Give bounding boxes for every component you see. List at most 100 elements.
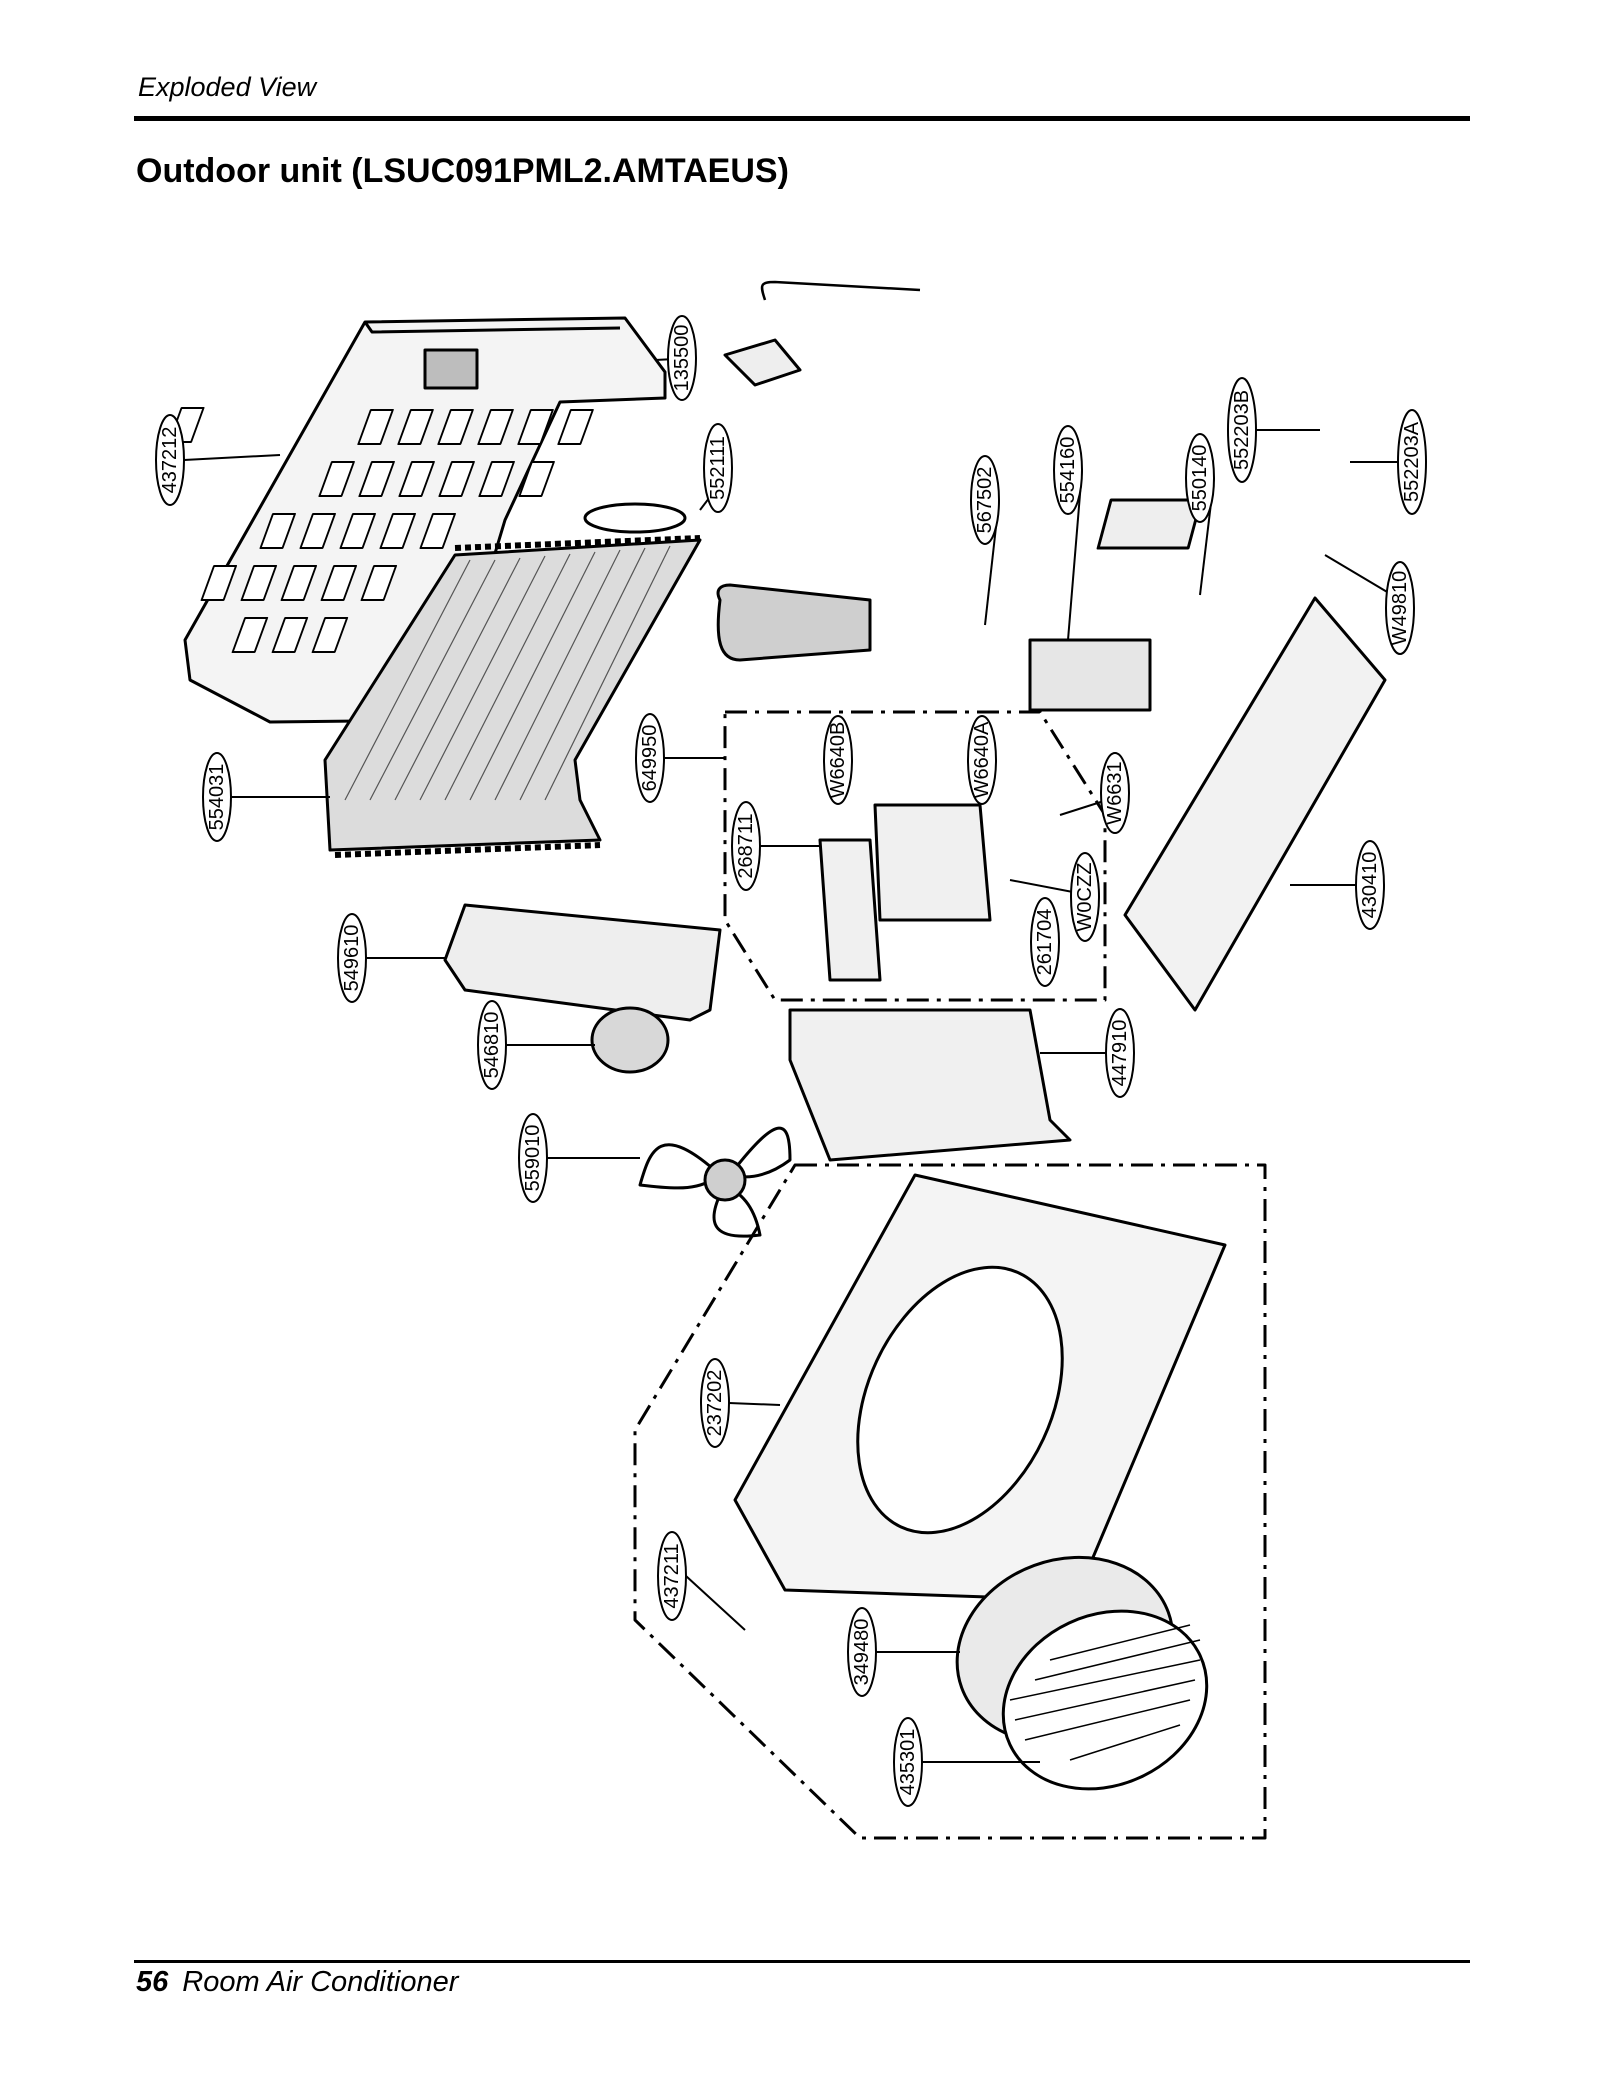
callout-552203B: 552203B [1227,377,1320,483]
callout-bubble [1397,409,1427,515]
callout-label: 261704 [1034,909,1056,976]
front-panel-opening-art [856,1265,1064,1535]
callout-W6631: W6631 [1059,752,1130,834]
callout-leader-line [183,454,281,461]
callout-bubble [1030,897,1060,987]
callout-bubble [1105,1008,1135,1098]
callout-label: 435301 [897,1729,919,1796]
callout-label: 135500 [671,325,693,392]
compressor-art [716,583,1152,712]
callout-label: W6631 [1104,761,1126,824]
terminal-plate-w49810-art [1096,498,1203,550]
top-cover-art [168,316,667,724]
callout-W0CZZ: W0CZZ [1009,852,1100,942]
callout-bubble [1385,561,1415,655]
callout-label: 559010 [522,1125,544,1192]
callout-567502: 567502 [970,455,1000,626]
callout-447910: 447910 [1040,1008,1135,1098]
callout-bubble [155,414,185,506]
callout-bubble [518,1113,548,1203]
callout-237202: 237202 [700,1358,781,1448]
callout-bubble [823,715,853,805]
doc-title: Room Air Conditioner [182,1966,459,1998]
callout-bubble [1070,852,1100,942]
callout-label: 554160 [1057,437,1079,504]
callout-bubble [1053,425,1083,515]
callout-bubble [731,801,761,891]
section-label: Exploded View [138,72,317,102]
diagram-artwork [168,280,1387,1840]
header-rule [134,116,1470,121]
callout-bubble [700,1358,730,1448]
callout-label: 554031 [206,764,228,831]
callout-label: W0CZZ [1074,863,1096,932]
callout-349480: 349480 [847,1607,960,1697]
callout-559010: 559010 [518,1113,640,1203]
callout-label: 567502 [974,467,996,534]
footer-rule [134,1960,1470,1963]
callout-bubble [1355,840,1385,930]
fan-motor-art [590,1006,670,1074]
baffle-552111-art [583,502,687,534]
callout-552203A: 552203A [1350,409,1427,515]
callout-W6640A: W6640A [967,715,997,805]
callout-550140: 550140 [1185,433,1215,596]
callout-label: 552111 [707,436,729,500]
base-pan-art [1123,596,1387,1012]
propeller-fan-art [638,1126,792,1238]
callout-435301: 435301 [893,1717,1040,1807]
callout-label: 237202 [704,1370,726,1437]
callout-label: 552203B [1231,390,1253,470]
callout-label: 546810 [481,1012,503,1079]
motor-bracket-art [443,903,722,1022]
callout-bubble [703,423,733,513]
front-assembly-outline [633,1163,1267,1840]
callout-549610: 549610 [337,913,445,1003]
callout-552111: 552111 [699,423,733,513]
callout-bubble [1185,433,1215,523]
page-footer: 56 Room Air Conditioner [136,1966,458,1999]
callouts-layer: 437212 135500 552111 567502 554160 550140 5522… [155,315,1427,1807]
callout-546810: 546810 [477,1000,595,1090]
callout-W49810: W49810 [1324,554,1415,655]
callout-bubble [967,715,997,805]
callout-label: 649950 [639,725,661,792]
callout-bubble [635,713,665,803]
callout-label: 552203A [1401,421,1423,502]
callout-261704: 261704 [1030,897,1060,987]
callout-label: 437211 [661,1543,683,1608]
condenser-coil-art [323,535,702,858]
callout-554160: 554160 [1053,425,1083,641]
callout-bubble [1227,377,1257,483]
handle-art [760,280,921,301]
callout-bubble [337,913,367,1003]
callout-label: 430410 [1359,852,1381,919]
callout-430410: 430410 [1290,840,1385,930]
side-panel-art [788,1008,1072,1162]
callout-bubble [667,315,697,401]
callout-bubble [847,1607,877,1697]
callout-label: W49810 [1389,571,1411,646]
callout-label: 437212 [159,427,181,494]
callout-bubble [657,1531,687,1621]
callout-bubble [1100,752,1130,834]
callout-W6640B: W6640B [823,715,853,805]
callout-649950: 649950 [635,713,725,803]
callout-268711: 268711 [731,801,820,891]
page-number: 56 [136,1966,169,1998]
callout-554031: 554031 [202,752,330,842]
callout-bubble [893,1717,923,1807]
bracket-135500-art [723,338,802,387]
callout-label: 550140 [1189,445,1211,512]
control-box-art [818,803,992,982]
callout-437212: 437212 [155,414,281,506]
callout-135500: 135500 [654,315,697,401]
callout-bubble [477,1000,507,1090]
callout-leader-line [728,1402,781,1406]
callout-label: 268711 [735,813,757,878]
callout-bubble [970,455,1000,545]
grille-art [1001,1609,1209,1791]
control-box-outline [723,710,1107,1002]
callout-label: 349480 [851,1619,873,1686]
